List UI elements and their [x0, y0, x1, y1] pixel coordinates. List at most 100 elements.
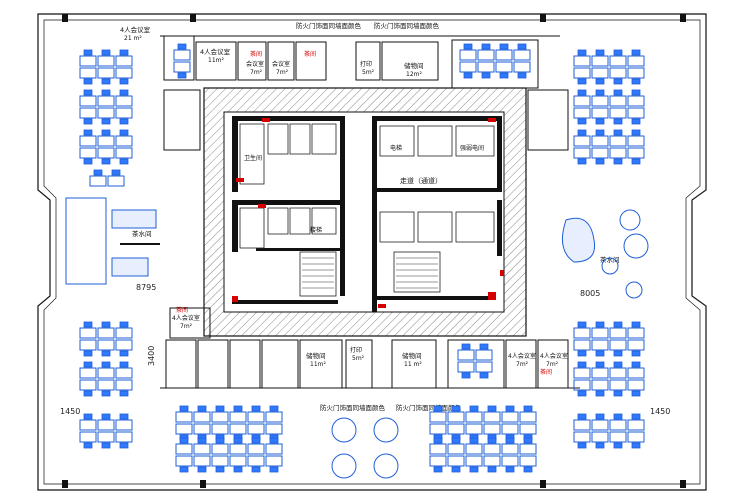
- core-corridor-label: 走道（通道）: [400, 176, 442, 185]
- tea-room-right-label: 茶水间: [600, 255, 620, 264]
- desk-workstation: [573, 129, 591, 147]
- dimension-3400: 3400: [147, 346, 156, 366]
- desk-workstation: [447, 437, 465, 455]
- desk-workstation: [265, 455, 283, 473]
- tea-room-left-label: 茶水间: [132, 229, 152, 238]
- desk-workstation: [609, 431, 627, 449]
- desk-workstation: [89, 169, 107, 187]
- desk-workstation: [495, 61, 513, 79]
- meeting-room-4p-bottom-right-area: 7m²: [516, 361, 529, 368]
- desk-workstation: [193, 405, 211, 423]
- desk-workstation: [173, 43, 191, 61]
- desk-workstation: [79, 361, 97, 379]
- desk-workstation: [591, 361, 609, 379]
- right-lounge: [561, 209, 649, 299]
- desk-workstation: [513, 61, 531, 79]
- desk-workstation: [115, 431, 133, 449]
- desk-workstation: [79, 49, 97, 67]
- desk-workstation: [573, 361, 591, 379]
- desk-workstation: [247, 437, 265, 455]
- desk-workstation: [591, 67, 609, 85]
- desk-workstation: [115, 49, 133, 67]
- dimension-8795: 8795: [136, 283, 156, 292]
- desk-workstation: [609, 129, 627, 147]
- desk-workstation: [193, 437, 211, 455]
- fire-door-note-top-left: 防火门饰面同墙面颜色: [296, 21, 362, 30]
- left-tea-area: [65, 197, 160, 285]
- storage-top-area: 12m²: [406, 71, 422, 78]
- desk-workstation: [483, 405, 501, 423]
- desk-workstation: [97, 339, 115, 357]
- desk-workstation: [211, 437, 229, 455]
- desk-workstation: [97, 49, 115, 67]
- desk-workstation: [609, 49, 627, 67]
- desk-workstation: [465, 405, 483, 423]
- desk-workstation: [591, 413, 609, 431]
- round-table: [331, 453, 357, 479]
- desk-workstation: [609, 67, 627, 85]
- meeting-room-top-label: 4人会议室: [200, 47, 231, 56]
- bottom-rooms: [160, 307, 580, 389]
- desk-workstation: [573, 147, 591, 165]
- desk-workstation: [229, 405, 247, 423]
- desk-workstation: [97, 321, 115, 339]
- desk-workstation: [627, 431, 645, 449]
- desk-workstation: [97, 89, 115, 107]
- desk-workstation: [79, 379, 97, 397]
- desk-workstation: [97, 147, 115, 165]
- desk-workstation: [591, 89, 609, 107]
- desk-workstation: [115, 67, 133, 85]
- desk-workstation: [573, 321, 591, 339]
- building-outline: [37, 13, 707, 491]
- desk-workstation: [429, 437, 447, 455]
- desk-workstation: [627, 321, 645, 339]
- dimension-1450-left: 1450: [60, 407, 80, 416]
- desk-workstation: [175, 455, 193, 473]
- desk-workstation: [609, 147, 627, 165]
- desk-workstation: [229, 455, 247, 473]
- core-stair-label: 楼梯: [310, 226, 322, 234]
- core-stairs: [302, 257, 438, 289]
- desk-workstation: [609, 413, 627, 431]
- round-table: [373, 453, 399, 479]
- core-walls: [232, 116, 502, 312]
- desk-workstation: [265, 437, 283, 455]
- desk-workstation: [627, 49, 645, 67]
- desk-workstation: [459, 61, 477, 79]
- desk-workstation: [229, 437, 247, 455]
- top-rooms: [160, 35, 569, 151]
- desk-workstation: [501, 455, 519, 473]
- desk-workstation: [115, 321, 133, 339]
- desk-workstation: [591, 129, 609, 147]
- desk-workstation: [573, 339, 591, 357]
- meeting-room-4p-bottom-left-area: 7m²: [180, 323, 193, 330]
- desk-workstation: [107, 169, 125, 187]
- red-note-top-1: 茶间: [250, 50, 262, 58]
- desk-workstation: [609, 361, 627, 379]
- core-partitions: [239, 123, 495, 297]
- desk-workstation: [495, 43, 513, 61]
- desk-workstation: [609, 379, 627, 397]
- storage-bottom-area: 11m²: [310, 361, 326, 368]
- desk-workstation: [627, 67, 645, 85]
- desk-workstation: [175, 405, 193, 423]
- desk-workstation: [573, 107, 591, 125]
- desk-workstation: [115, 89, 133, 107]
- desk-workstation: [573, 431, 591, 449]
- desk-workstation: [79, 339, 97, 357]
- desk-workstation: [591, 431, 609, 449]
- desk-workstation: [211, 405, 229, 423]
- desk-workstation: [609, 107, 627, 125]
- meeting-room-4p-bottom-right-label: 4人会议室: [508, 352, 536, 360]
- round-table: [331, 417, 357, 443]
- print-bottom-area: 5m²: [352, 355, 365, 362]
- fire-door-note-bottom-left: 防火门饰面同墙面颜色: [320, 403, 386, 412]
- desk-workstation: [115, 129, 133, 147]
- desk-workstation: [591, 379, 609, 397]
- desk-workstation: [609, 321, 627, 339]
- red-note-bottom-2: 茶间: [540, 368, 552, 376]
- desk-workstation: [115, 107, 133, 125]
- red-note-bottom-1: 茶间: [176, 306, 188, 314]
- desk-workstation: [97, 129, 115, 147]
